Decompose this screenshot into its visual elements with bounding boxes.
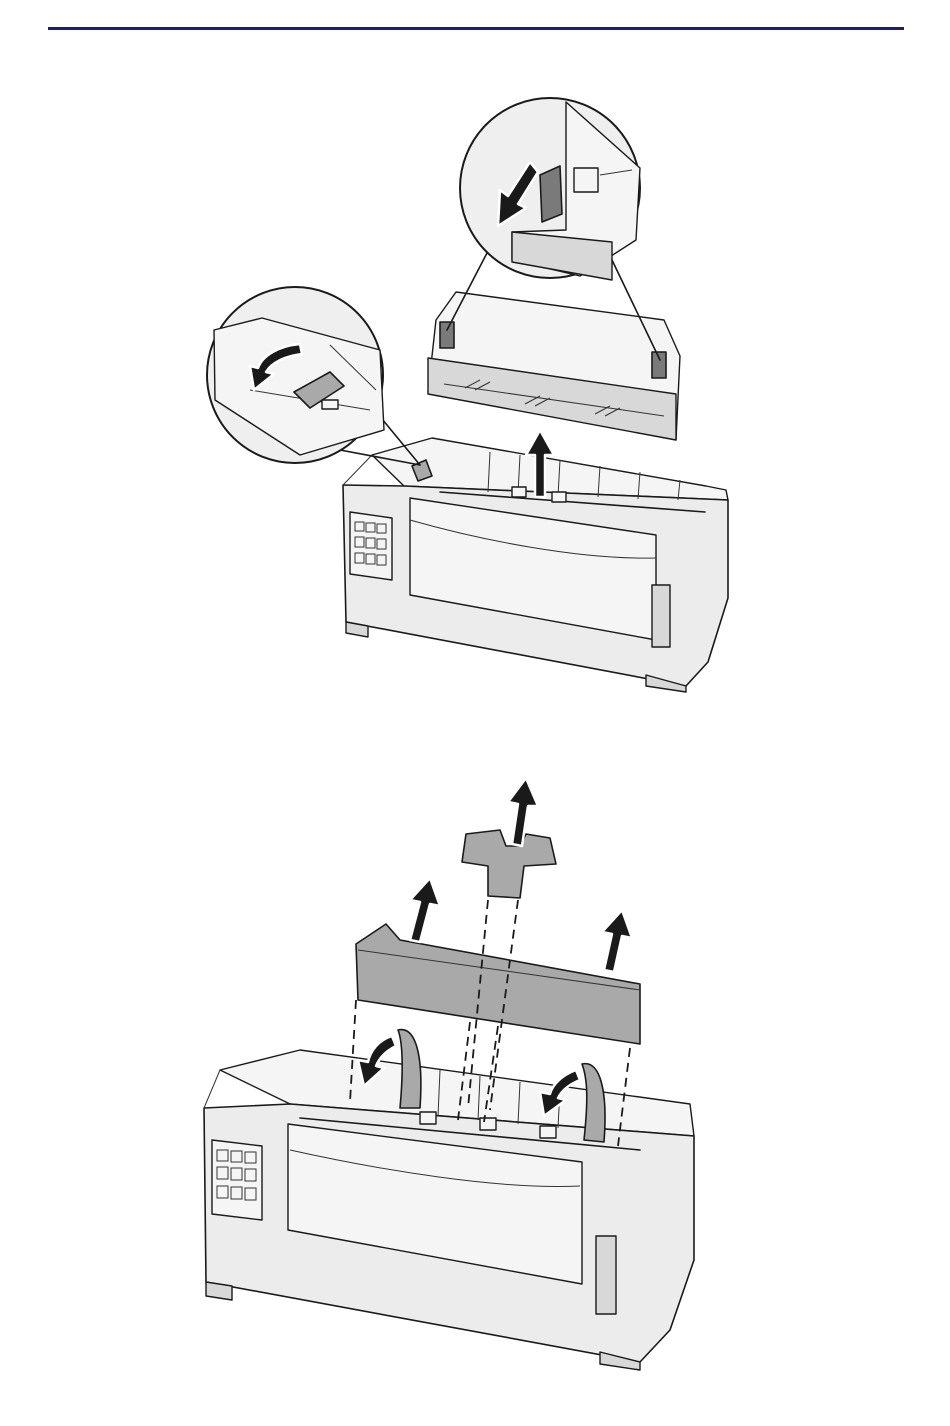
up-arrow-icon <box>410 878 440 942</box>
operator-panel <box>350 512 392 580</box>
tractor-unit <box>428 292 680 440</box>
zoom-callout-left <box>207 287 420 465</box>
printer-illustration <box>204 1030 694 1370</box>
operator-panel <box>212 1140 262 1220</box>
up-arrow-icon <box>602 910 632 972</box>
figure-2-remove-cover-and-guide <box>0 720 950 1426</box>
figure-1-remove-tractor <box>0 0 950 720</box>
paper-guide-piece <box>462 830 556 898</box>
